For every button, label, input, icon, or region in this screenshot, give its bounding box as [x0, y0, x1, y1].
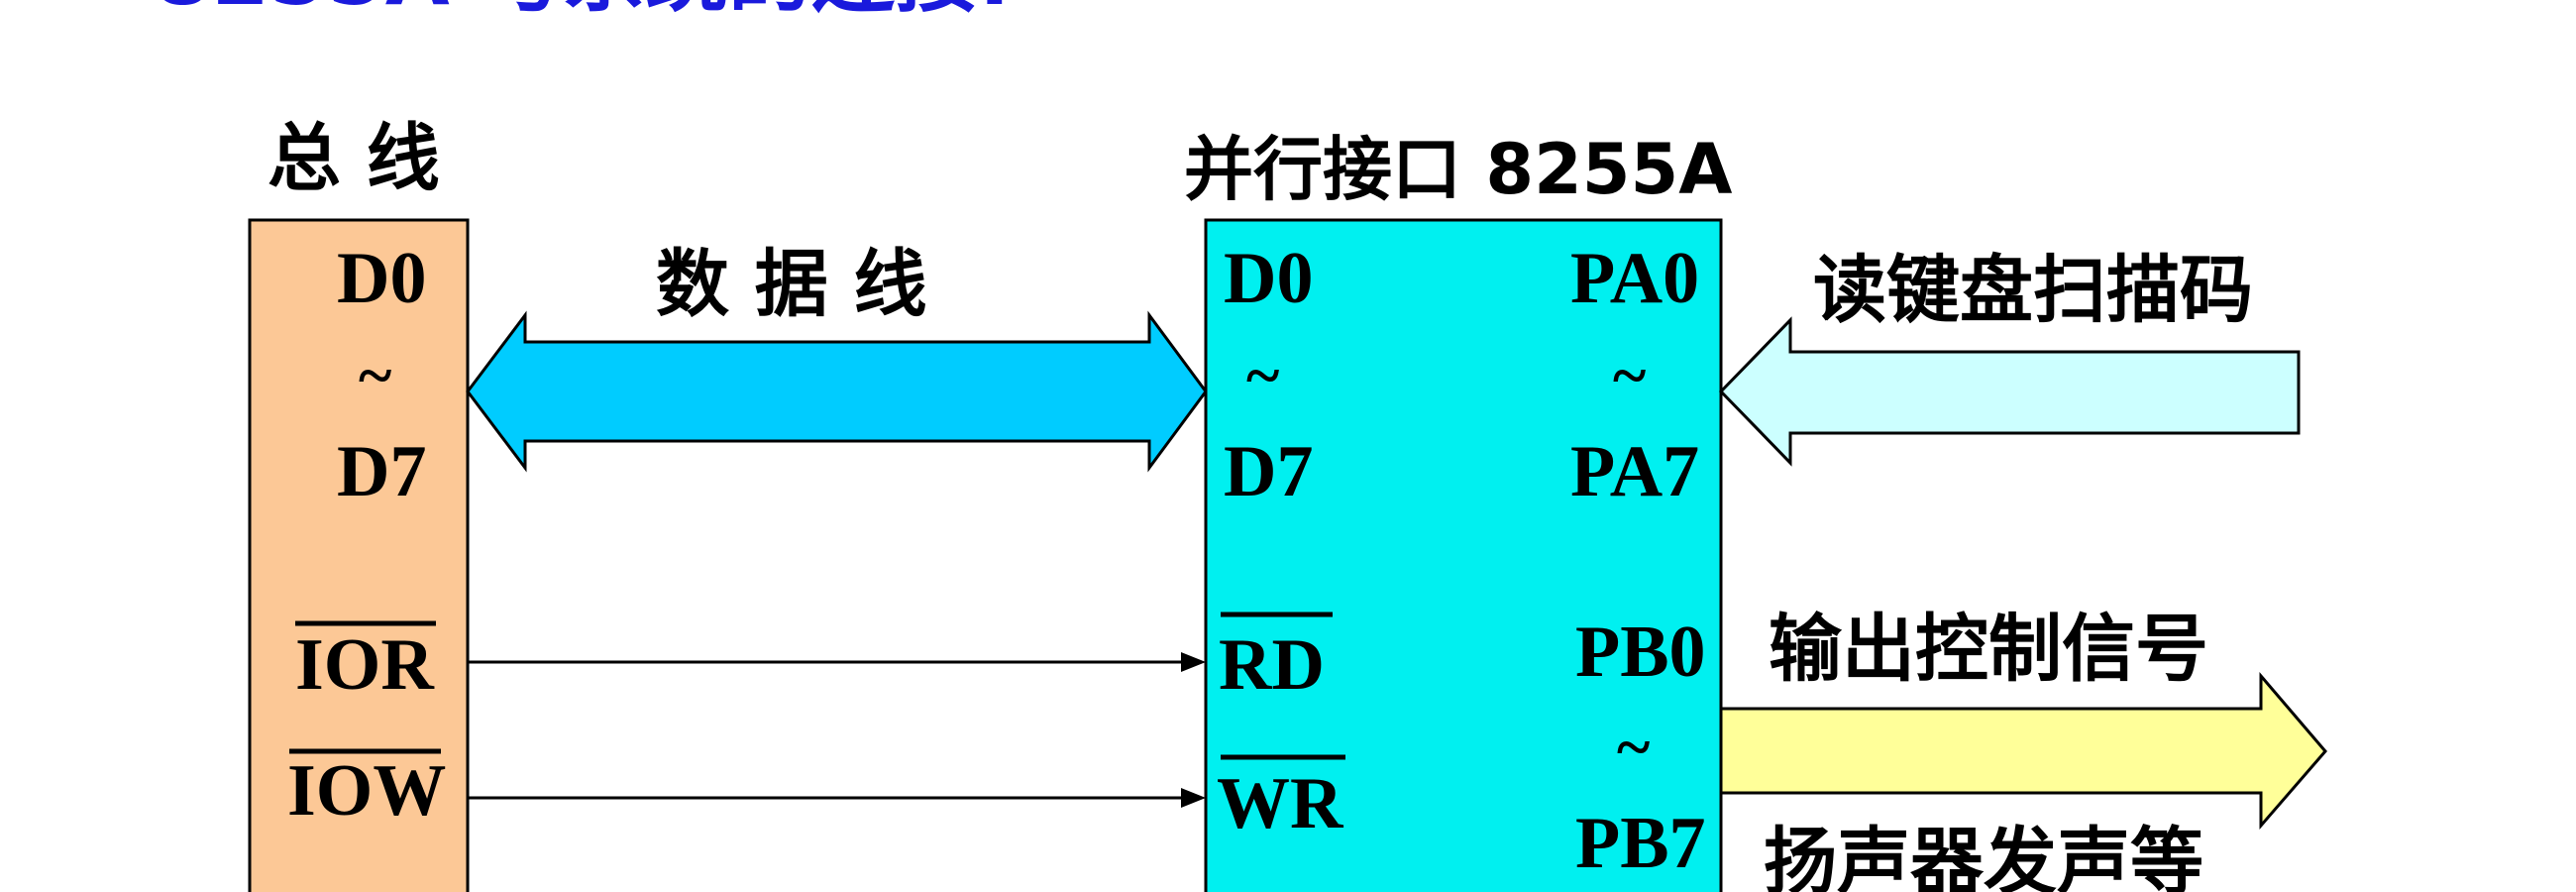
chip-pin-wr: WR [1217, 763, 1344, 844]
data-line-label: 数 据 线 [656, 242, 927, 327]
chip-pin-pb0: PB0 [1575, 612, 1706, 693]
iow-wr-arrowhead [1181, 788, 1206, 808]
port-b-output-arrow [1719, 671, 2327, 831]
chip-pin-tilde-pa: ~ [1613, 340, 1646, 410]
chip-block [1204, 218, 1723, 892]
port-b-label-1: 输出控制信号 [1769, 607, 2208, 692]
chip-pin-pa7: PA7 [1570, 431, 1699, 512]
port-b-label-2: 扬声器发声等 [1764, 820, 2203, 892]
slide-title: 8255A 与系统的连接: [154, 0, 1012, 24]
bus-label: 总 线 [268, 116, 440, 201]
chip-pin-tilde-d: ~ [1246, 340, 1279, 410]
bus-pin-iow: IOW [287, 750, 446, 832]
port-a-label: 读键盘扫描码 [1813, 248, 2253, 333]
bus-pin-d0: D0 [337, 238, 426, 319]
chip-pin-rd: RD [1219, 624, 1325, 706]
bus-block [248, 218, 470, 892]
chip-pin-pb7: PB7 [1575, 803, 1706, 884]
chip-pin-pa0: PA0 [1570, 238, 1699, 319]
bus-pin-d7: D7 [337, 431, 426, 512]
bus-pin-ior: IOR [295, 624, 435, 706]
port-a-input-arrow [1718, 316, 2301, 467]
chip-pin-tilde-pb: ~ [1617, 712, 1650, 782]
data-line-double-arrow [466, 310, 1208, 473]
bus-pin-tilde: ~ [359, 340, 391, 410]
chip-label: 并行接口 8255A [1184, 129, 1732, 210]
chip-pin-d7: D7 [1224, 431, 1313, 512]
ior-rd-arrowhead [1181, 652, 1206, 672]
chip-pin-d0: D0 [1224, 238, 1313, 319]
